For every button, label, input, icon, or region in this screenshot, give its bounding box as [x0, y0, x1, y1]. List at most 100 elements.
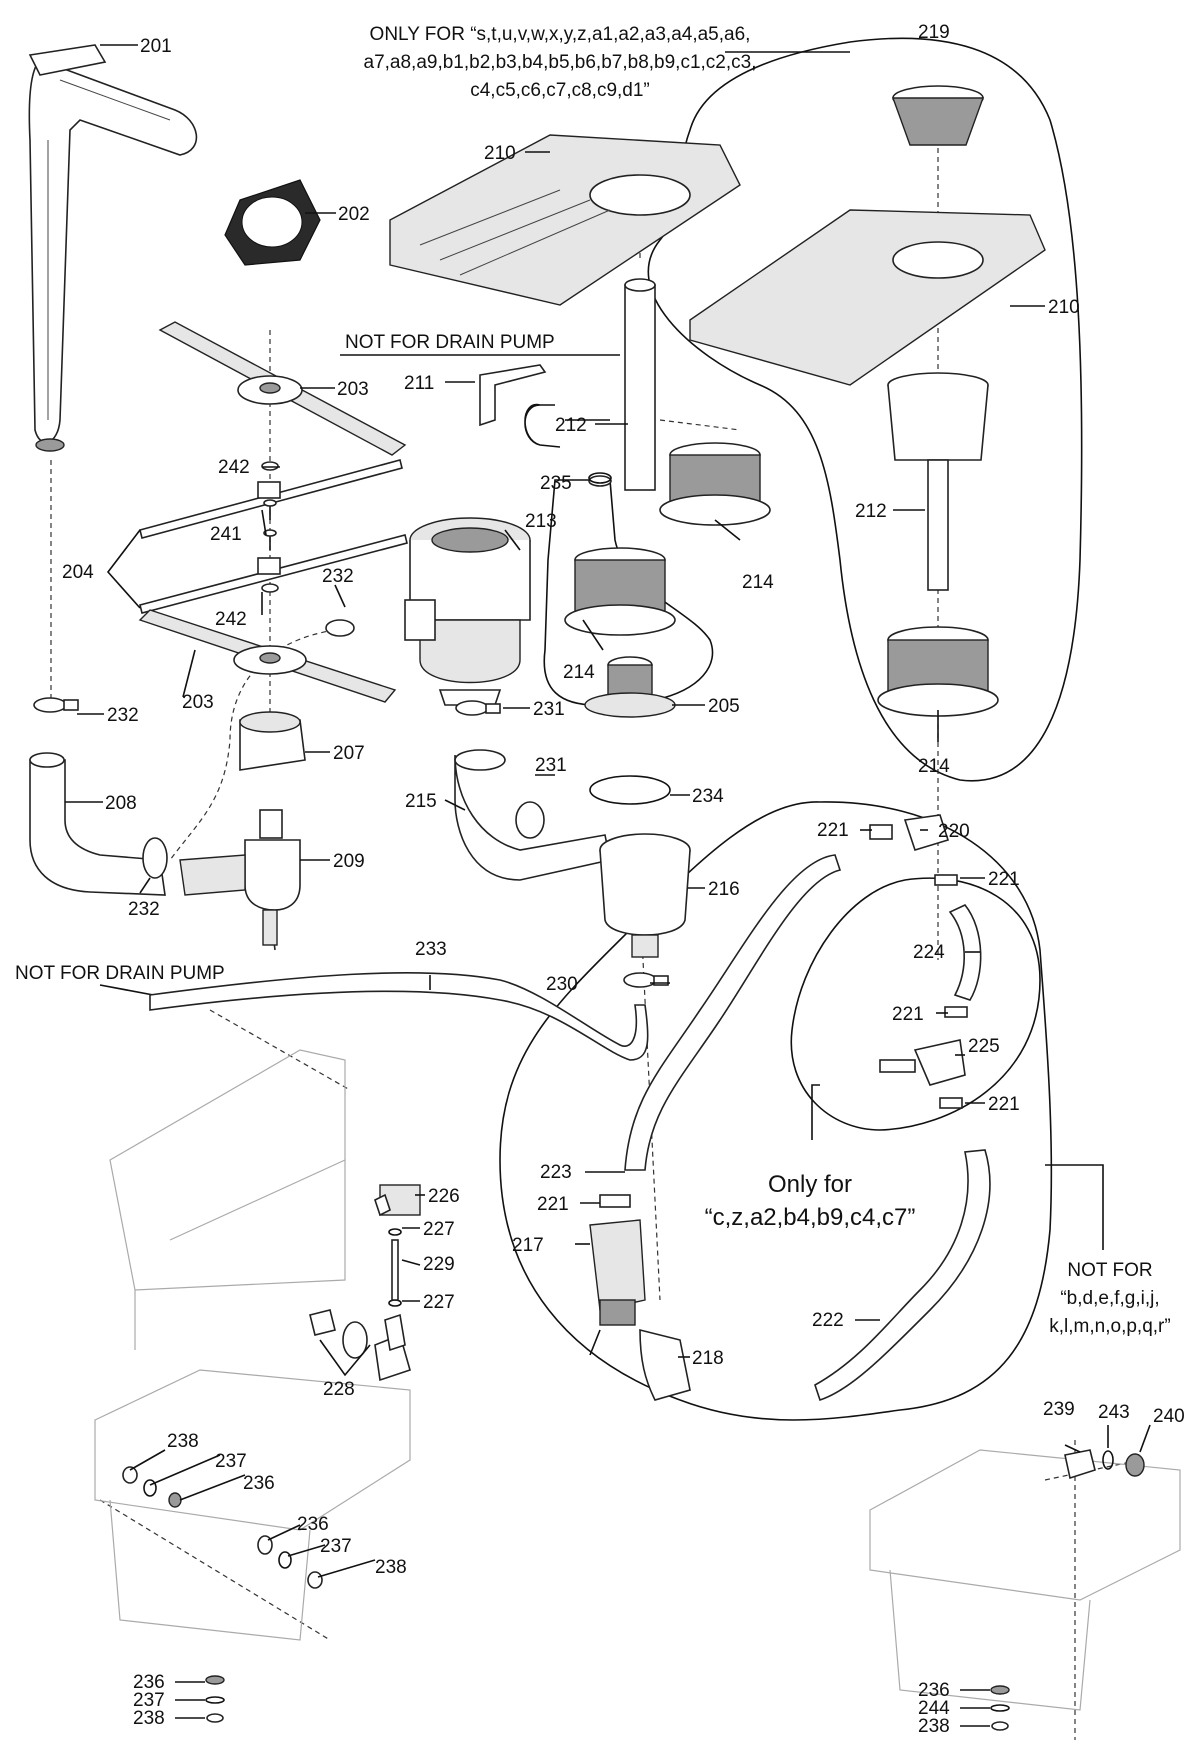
callout-236-left-mid: 236	[297, 1514, 329, 1535]
callout-242-upper: 242	[218, 457, 250, 478]
callout-203-lower: 203	[182, 692, 214, 713]
callout-236-left-bottom: 236	[133, 1672, 165, 1693]
callout-212-left: 212	[555, 415, 587, 436]
part-212-standpipe	[588, 278, 656, 491]
callout-211: 211	[404, 373, 434, 394]
callout-236-right: 236	[918, 1680, 950, 1701]
callout-224: 224	[913, 942, 945, 963]
callout-232-motor: 232	[322, 566, 354, 587]
part-234-o-ring	[589, 775, 671, 805]
part-231-clamps	[455, 700, 545, 839]
callout-221-top: 221	[817, 820, 849, 841]
leader-only-for-small	[811, 1084, 820, 1140]
caption-not-for-right: NOT FOR “b,d,e,f,g,i,j, k,l,m,n,o,p,q,r”	[1049, 1260, 1170, 1337]
callout-227-lower: 227	[423, 1292, 455, 1313]
callout-213: 213	[525, 511, 557, 532]
part-233-drain-hose	[149, 971, 649, 1061]
part-236-238-plugs-left	[122, 1466, 323, 1723]
part-211-bracket	[479, 364, 547, 427]
frame-left-tub	[94, 1049, 411, 1641]
part-222-hose	[814, 1149, 991, 1402]
callout-238-left-bottom: 238	[133, 1708, 165, 1729]
part-225-tee-fitting	[879, 1039, 966, 1086]
part-208-elbow-pipe	[29, 752, 166, 896]
callout-220: 220	[938, 821, 970, 842]
part-214-filter-right-region	[877, 626, 999, 717]
part-210-tub-tray	[389, 134, 741, 306]
part-212-standpipe-right	[887, 372, 989, 591]
part-226-switch	[374, 1184, 421, 1217]
callout-236-left-top: 236	[243, 1473, 275, 1494]
part-220-elbow-fitting	[903, 814, 950, 851]
callout-240: 240	[1153, 1406, 1185, 1427]
callout-226: 226	[428, 1186, 460, 1207]
callout-214-center: 214	[563, 662, 595, 683]
callout-229: 229	[423, 1254, 455, 1275]
part-203-upper-spray-arm	[158, 321, 407, 456]
callout-214-right: 214	[742, 572, 774, 593]
frame-right-tub	[869, 1449, 1181, 1711]
part-217-valve	[589, 1219, 646, 1326]
part-223-hose	[624, 854, 842, 1171]
callout-208: 208	[105, 793, 137, 814]
part-239-244-fittings-right	[990, 1449, 1145, 1731]
callout-237-left-bottom: 237	[133, 1690, 165, 1711]
callout-230: 230	[546, 974, 578, 995]
part-213-motor	[404, 517, 531, 706]
callout-219: 219	[918, 22, 950, 43]
callout-221-valve: 221	[537, 1194, 569, 1215]
part-207-nut	[239, 711, 306, 771]
callout-231-lower: 231	[535, 755, 567, 776]
callout-241: 241	[210, 524, 242, 545]
callout-233: 233	[415, 939, 447, 960]
part-232-clamps	[33, 619, 355, 879]
callout-207: 207	[333, 743, 365, 764]
callout-237-left-mid: 237	[320, 1536, 352, 1557]
callout-217: 217	[512, 1235, 544, 1256]
caption-only-for-top-line-2: a7,a8,a9,b1,b2,b3,b4,b5,b6,b7,b8,b9,c1,c…	[364, 52, 757, 73]
region-outline-bottom-right	[499, 801, 1053, 1421]
caption-only-for-top-line-3: c4,c5,c6,c7,c8,c9,d1”	[470, 80, 650, 101]
caption-not-for-right-line-1: NOT FOR	[1067, 1260, 1152, 1281]
callout-222: 222	[812, 1310, 844, 1331]
caption-not-for-right-line-3: k,l,m,n,o,p,q,r”	[1049, 1316, 1170, 1337]
callout-205: 205	[708, 696, 740, 717]
callout-numbers: 201 202 203 203 204 242 241 242 232 232 …	[62, 22, 1185, 1737]
part-218-elbow	[639, 1328, 691, 1401]
callout-231-upper: 231	[533, 699, 565, 720]
part-219-basket	[892, 85, 984, 146]
callout-212-right: 212	[855, 501, 887, 522]
callout-243: 243	[1098, 1402, 1130, 1423]
callout-203-upper: 203	[337, 379, 369, 400]
part-210-tub-tray-right	[689, 209, 1046, 386]
callout-223: 223	[540, 1162, 572, 1183]
callout-242-lower: 242	[215, 609, 247, 630]
callout-202: 202	[338, 204, 370, 225]
caption-only-for-small-list: “c,z,a2,b4,b9,c4,c7”	[705, 1204, 916, 1231]
part-214-filter-right	[659, 442, 771, 526]
caption-not-for-drain-pump-1: NOT FOR DRAIN PUMP	[345, 332, 555, 353]
part-202-gasket	[224, 179, 321, 266]
part-228-fittings	[309, 1309, 411, 1382]
callout-leaders	[65, 44, 1151, 1727]
callout-221-lower: 221	[988, 1094, 1020, 1115]
part-204-spray-tubes	[139, 459, 408, 614]
part-201-supply-pipe	[28, 44, 198, 452]
callout-239: 239	[1043, 1399, 1075, 1420]
caption-only-for-top: ONLY FOR “s,t,u,v,w,x,y,z,a1,a2,a3,a4,a5…	[364, 24, 757, 101]
callout-209: 209	[333, 851, 365, 872]
callout-238-left-mid: 238	[375, 1557, 407, 1578]
callout-215: 215	[405, 791, 437, 812]
caption-not-for-drain-pump-2: NOT FOR DRAIN PUMP	[15, 963, 225, 984]
callout-221-right: 221	[988, 869, 1020, 890]
leader-not-for-right	[1045, 1164, 1104, 1250]
callout-210-left: 210	[484, 143, 516, 164]
callout-244: 244	[918, 1698, 950, 1719]
region-outline-inner	[790, 877, 1041, 1131]
callout-216: 216	[708, 879, 740, 900]
part-216-sump	[599, 833, 691, 958]
callout-201: 201	[140, 36, 172, 57]
part-221-connectors	[599, 824, 968, 1208]
callout-238-left-top: 238	[167, 1431, 199, 1452]
